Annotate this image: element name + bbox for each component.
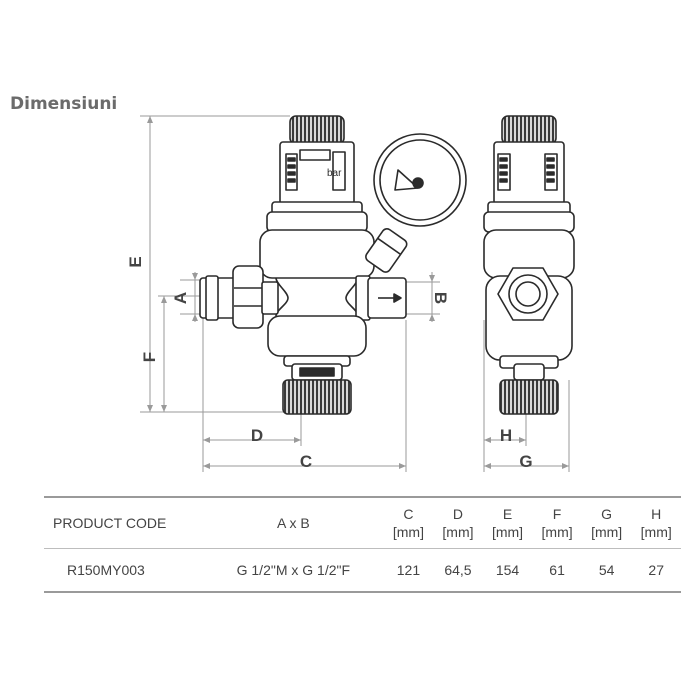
- cell-axb: G 1/2"M x G 1/2"F: [236, 562, 351, 578]
- header-d: D[mm]: [442, 506, 474, 540]
- valve-front-view: bar: [199, 115, 467, 415]
- technical-drawing: E F A B D C H G bar: [126, 115, 575, 472]
- upper-body: [266, 211, 368, 233]
- header-axb: A x B: [276, 515, 310, 531]
- dimensions-table: PRODUCT CODE A x B C[mm] D[mm] E[mm] F[m…: [44, 496, 681, 593]
- gauge-connector: [365, 228, 408, 273]
- cell-g: 54: [598, 562, 615, 578]
- header-product-code: PRODUCT CODE: [53, 515, 167, 531]
- dim-label-h: H: [500, 426, 512, 445]
- gauge-unit-label: bar: [327, 168, 342, 179]
- cell-f: 61: [549, 562, 565, 578]
- dim-label-d: D: [251, 426, 263, 445]
- dim-label-e: E: [126, 256, 145, 267]
- side-adjusting-knob: [501, 115, 557, 145]
- header-c: C[mm]: [392, 506, 424, 540]
- header-g: G[mm]: [591, 506, 623, 540]
- adjusting-knob: [289, 115, 345, 145]
- cell-c: 121: [396, 562, 421, 578]
- dimension-arrows: [147, 116, 569, 469]
- section-title: Dimensiuni: [10, 94, 118, 114]
- union-nut: [232, 265, 264, 329]
- table-row: R150MY003 G 1/2"M x G 1/2"F 121 64,5 154…: [44, 549, 681, 592]
- cell-e: 154: [495, 562, 520, 578]
- header-e: E[mm]: [491, 506, 524, 540]
- header-f: F[mm]: [541, 506, 573, 540]
- dim-label-f: F: [140, 352, 159, 362]
- drain-knob: [282, 379, 352, 415]
- cell-product-code: R150MY003: [67, 562, 145, 578]
- dim-label-a: A: [171, 292, 190, 304]
- valve-body: [259, 229, 375, 279]
- lower-body: [267, 315, 367, 357]
- dim-label-b: B: [431, 292, 450, 304]
- table-header-row: PRODUCT CODE A x B C[mm] D[mm] E[mm] F[m…: [44, 497, 681, 549]
- header-h: H[mm]: [640, 506, 672, 540]
- cell-h: 27: [648, 562, 664, 578]
- side-drain-knob: [499, 379, 559, 415]
- dim-label-g: G: [519, 452, 532, 471]
- dim-label-c: C: [300, 452, 312, 471]
- cell-d: 64,5: [444, 562, 472, 578]
- valve-side-view: [483, 115, 575, 415]
